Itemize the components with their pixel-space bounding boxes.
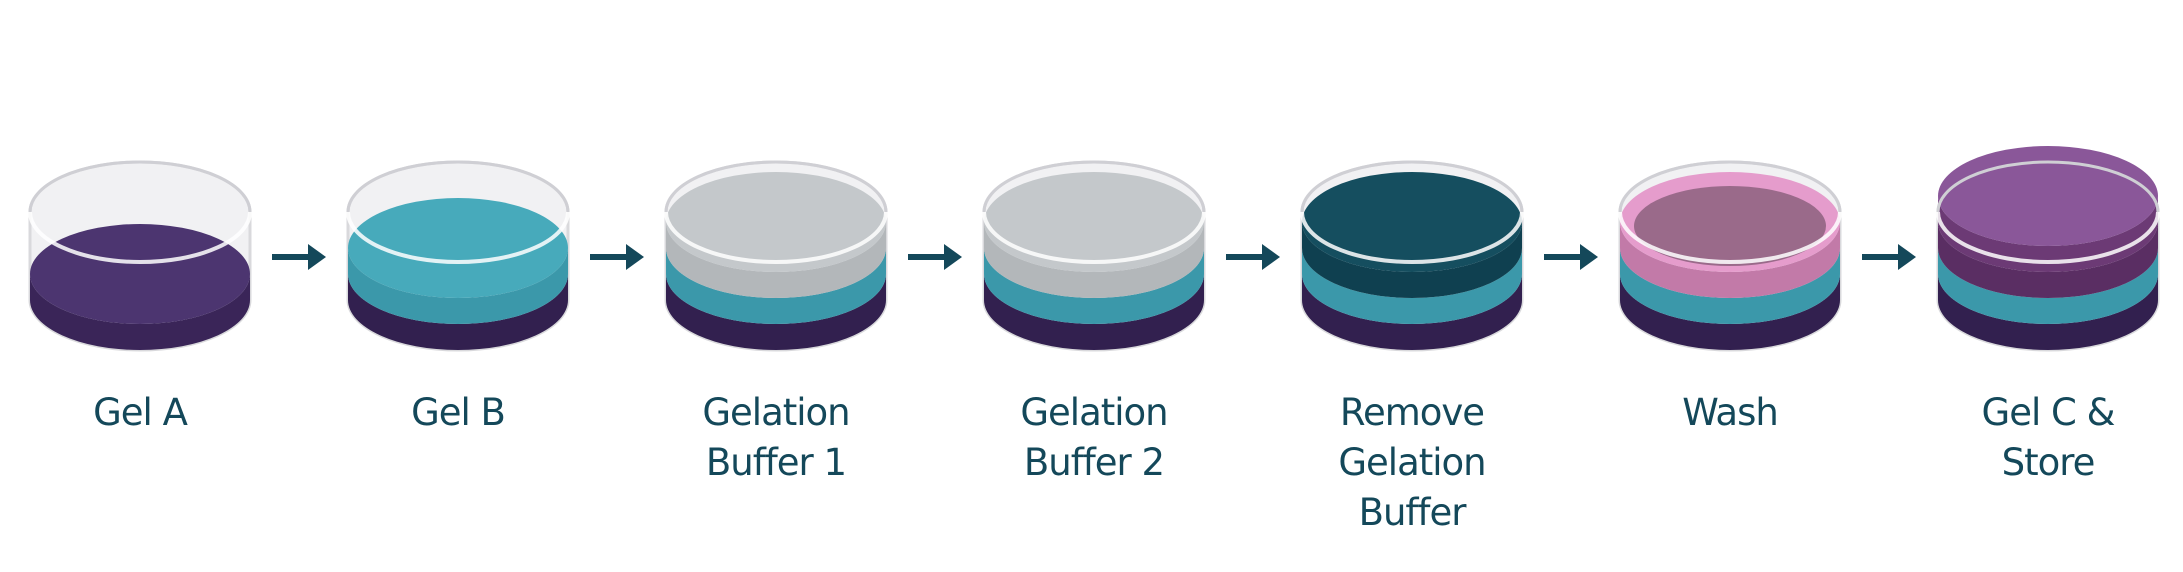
step-label-gel-b: Gel B bbox=[411, 391, 506, 434]
dish-3-rim-front bbox=[664, 211, 888, 264]
dish-4-layer-3-side bbox=[984, 222, 1204, 298]
step-label-remove-gelation-buffer: Remove Gelation Buffer bbox=[1338, 391, 1486, 534]
dish-7-layer-2-side bbox=[1938, 248, 2158, 324]
dish-3-rim-back bbox=[664, 160, 888, 213]
arrow-1-head bbox=[308, 244, 326, 270]
dish-1-layer-top bbox=[30, 224, 250, 324]
dish-1-rim-front bbox=[28, 211, 252, 264]
dish-4-rim-front bbox=[982, 211, 1206, 264]
dish-4-layer-2-side bbox=[984, 248, 1204, 324]
dish-2-rim-back bbox=[346, 160, 570, 213]
step-label-gelation-buffer-2: Gelation Buffer 2 bbox=[1020, 391, 1168, 484]
arrow-5-head bbox=[1580, 244, 1598, 270]
dish-3-layer-1-side bbox=[666, 274, 886, 350]
dish-6-rim-back bbox=[1618, 160, 1842, 213]
dish-7-layer-top bbox=[1938, 146, 2158, 246]
dish-5-layer-1-side bbox=[1302, 274, 1522, 350]
arrow-3-head bbox=[944, 244, 962, 270]
arrow-4-head bbox=[1262, 244, 1280, 270]
dish-3-layer-top bbox=[666, 172, 886, 272]
dish-7-layer-3-side bbox=[1938, 222, 2158, 298]
dish-7-layer-1-side bbox=[1938, 274, 2158, 350]
arrow-2-head bbox=[626, 244, 644, 270]
dish-2-layer-1-side bbox=[348, 274, 568, 350]
dish-6-layer-2-side bbox=[1620, 248, 1840, 324]
dish-5-layer-3-side bbox=[1302, 222, 1522, 298]
dish-6-layer-3-side bbox=[1620, 222, 1840, 298]
dish-2-rim-front bbox=[346, 211, 570, 264]
dish-2-layer-2-side bbox=[348, 248, 568, 324]
dish-4-layer-1-side bbox=[984, 274, 1204, 350]
dish-4-layer-top bbox=[984, 172, 1204, 272]
dish-3-layer-2-side bbox=[666, 248, 886, 324]
dish-1-layer-1-side bbox=[30, 274, 250, 350]
step-label-gel-a: Gel A bbox=[93, 391, 188, 434]
dish-2-layer-top bbox=[348, 198, 568, 298]
dish-5-rim-front bbox=[1300, 211, 1524, 264]
step-label-wash: Wash bbox=[1682, 391, 1779, 434]
dish-3-layer-3-side bbox=[666, 222, 886, 298]
step-label-gelation-buffer-1: Gelation Buffer 1 bbox=[702, 391, 850, 484]
dish-4-rim-back bbox=[982, 160, 1206, 213]
dish-1-rim-back bbox=[28, 160, 252, 213]
dish-6-rim-front bbox=[1618, 211, 1842, 264]
dish-5-layer-2-side bbox=[1302, 248, 1522, 324]
dish-6-layer-1-side bbox=[1620, 274, 1840, 350]
dish-6-layer-top bbox=[1634, 186, 1826, 266]
arrow-6-head bbox=[1898, 244, 1916, 270]
dish-7-rim-front bbox=[1936, 211, 2160, 264]
dish-5-layer-top bbox=[1302, 172, 1522, 272]
dish-7-rim-back bbox=[1936, 160, 2160, 213]
dish-7-layer-4-side bbox=[1938, 196, 2158, 272]
step-label-gel-c-store: Gel C & Store bbox=[1981, 391, 2116, 484]
dish-5-rim-back bbox=[1300, 160, 1524, 213]
